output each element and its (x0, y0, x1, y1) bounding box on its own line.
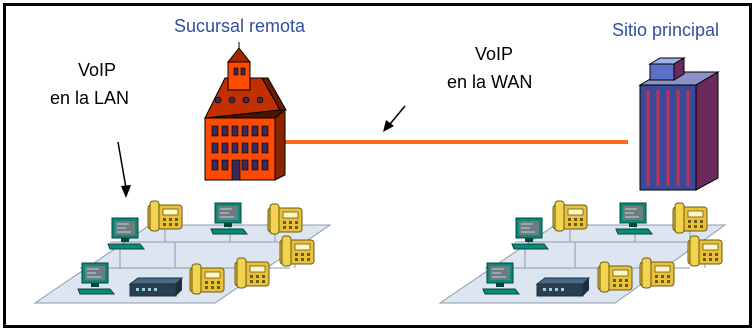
ip-phone-icon (234, 257, 270, 289)
ip-phone-icon (267, 203, 303, 235)
pointer-arrow-icon (117, 141, 131, 198)
ip-phone-icon (147, 200, 183, 232)
ip-phone-icon (552, 200, 588, 232)
main-site-office-tower-icon (638, 57, 720, 191)
network-switch-icon (129, 277, 183, 297)
ip-phone-icon (189, 263, 225, 295)
network-switch-icon (536, 277, 590, 297)
ip-phone-icon (687, 235, 723, 267)
lan-floor-left (33, 224, 332, 304)
ip-phone-icon (639, 257, 675, 289)
voip-lan-label-line1: VoIP (78, 60, 116, 80)
ip-phone-icon (279, 235, 315, 267)
ip-phone-icon (672, 202, 708, 234)
ip-phone-icon (597, 261, 633, 293)
remote-site-title: Sucursal remota (174, 16, 306, 36)
pointer-arrow-icon (383, 105, 406, 132)
main-site-title: Sitio principal (612, 20, 719, 40)
voip-wan-label-line2: en la WAN (447, 72, 532, 92)
voip-lan-label-line2: en la LAN (50, 88, 129, 108)
voip-wan-label-line1: VoIP (475, 44, 513, 64)
remote-branch-building-icon (203, 42, 287, 181)
